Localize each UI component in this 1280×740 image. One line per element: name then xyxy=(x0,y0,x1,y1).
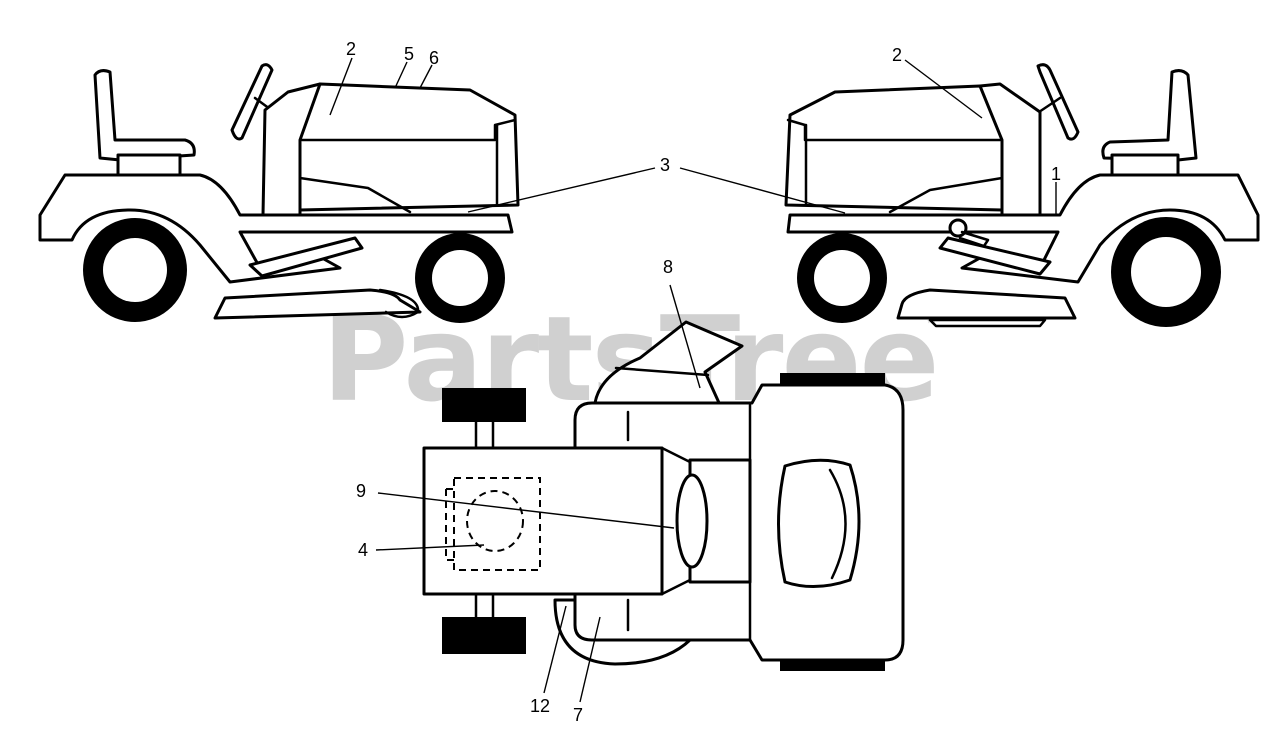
mower-deck-left xyxy=(213,288,422,320)
callout-2-right: 2 xyxy=(892,45,903,65)
seat-right xyxy=(1101,69,1198,162)
leader-3-left xyxy=(467,167,656,213)
trademark-mark: ™ xyxy=(926,318,937,331)
callout-5: 5 xyxy=(404,44,415,64)
callout-3: 3 xyxy=(660,155,671,175)
callout-6: 6 xyxy=(429,48,440,68)
top-front-wheel-bottom xyxy=(442,617,526,654)
callout-2-left: 2 xyxy=(346,39,357,59)
mower-deck-right xyxy=(896,288,1077,320)
callout-4: 4 xyxy=(358,540,369,560)
discharge-chute xyxy=(593,320,744,407)
top-front-wheel-top xyxy=(442,388,526,422)
callout-8: 8 xyxy=(663,257,674,277)
top-hood xyxy=(422,446,664,596)
callout-1: 1 xyxy=(1051,164,1062,184)
tractor-top-view xyxy=(375,284,905,703)
steering-wheel-left xyxy=(230,63,274,141)
tractor-right-side-view xyxy=(784,59,1260,328)
top-decal-dashed-rect xyxy=(453,477,541,571)
top-steering-wheel xyxy=(675,473,709,569)
pedal-left xyxy=(248,236,364,278)
rear-fender-right xyxy=(786,173,1260,284)
callout-9: 9 xyxy=(356,481,367,501)
seat-base-right xyxy=(1110,153,1180,177)
callout-7: 7 xyxy=(573,705,584,725)
rear-fender-left xyxy=(38,173,514,284)
tractor-left-side-view xyxy=(38,57,520,323)
callout-12: 12 xyxy=(530,696,551,716)
hood-right xyxy=(784,84,1004,212)
top-decal-dashed-oval xyxy=(466,490,524,552)
leader-3-right xyxy=(679,167,846,214)
top-seat xyxy=(777,458,861,589)
seat-left xyxy=(93,69,196,162)
steering-wheel-right xyxy=(1036,63,1080,141)
hood-left xyxy=(298,82,520,212)
seat-base-left xyxy=(116,153,182,177)
